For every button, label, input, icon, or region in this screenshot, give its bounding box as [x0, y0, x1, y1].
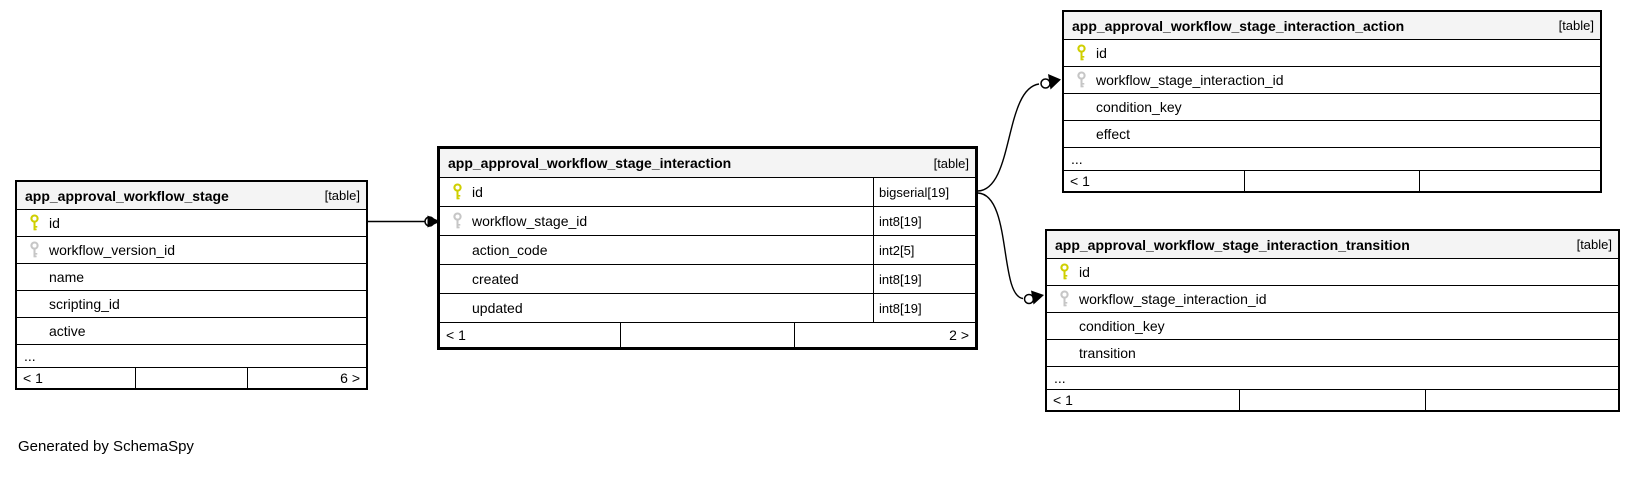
foreign-key-icon [30, 241, 39, 258]
edge-arrowhead [1031, 290, 1044, 305]
primary-key-icon [30, 214, 39, 231]
generated-by-credit: Generated by SchemaSpy [18, 438, 194, 455]
truncated-columns-row: ... [17, 344, 366, 367]
table-node-app-approval-workflow-stage-interaction-action: app_approval_workflow_stage_interaction_… [1062, 10, 1602, 193]
foreign-key-icon [1077, 71, 1086, 88]
parent-count-label: < 1 [446, 327, 466, 343]
column-row-active: active [17, 317, 366, 344]
column-name: workflow_stage_interaction_id [1079, 291, 1267, 307]
column-name: id [472, 184, 483, 200]
table-node-app-approval-workflow-stage: app_approval_workflow_stage [table] id w… [15, 180, 368, 390]
table-footer: < 1 6 > [17, 367, 366, 388]
column-name: workflow_stage_id [472, 213, 588, 229]
table-header[interactable]: app_approval_workflow_stage_interaction_… [1064, 12, 1600, 39]
column-name: condition_key [1079, 318, 1165, 334]
parent-count-label: < 1 [1070, 173, 1090, 189]
column-row-condition-key: condition_key [1047, 312, 1618, 339]
primary-key-icon [1060, 263, 1069, 280]
column-row-scripting-id: scripting_id [17, 290, 366, 317]
table-tag: [table] [1558, 18, 1594, 33]
footer-middle-cell [134, 368, 249, 388]
column-type: int2[5] [873, 236, 975, 264]
column-row-created: created int8[19] [440, 264, 975, 293]
primary-key-icon [453, 183, 462, 200]
table-name[interactable]: app_approval_workflow_stage_interaction_… [1055, 236, 1410, 253]
column-name: workflow_version_id [49, 242, 176, 258]
edge-circle-marker [1040, 78, 1051, 89]
column-row-condition-key: condition_key [1064, 93, 1600, 120]
column-name: condition_key [1096, 99, 1182, 115]
column-type: int8[19] [873, 265, 975, 293]
column-row-workflow-version-id: workflow_version_id [17, 236, 366, 263]
column-row-effect: effect [1064, 120, 1600, 147]
table-tag: [table] [324, 188, 360, 203]
primary-key-icon [1077, 44, 1086, 61]
column-name: name [49, 269, 85, 285]
column-row-updated: updated int8[19] [440, 293, 975, 322]
column-row-transition: transition [1047, 339, 1618, 366]
column-row-id: id [1064, 39, 1600, 66]
column-name: id [49, 215, 60, 231]
column-name: id [1079, 264, 1090, 280]
table-header[interactable]: app_approval_workflow_stage_interaction … [440, 149, 975, 177]
table-footer: < 1 [1047, 389, 1618, 410]
relationship-edge-interaction-to-transition [977, 192, 1044, 305]
child-count-label: 2 > [949, 327, 970, 343]
table-header[interactable]: app_approval_workflow_stage [table] [17, 182, 366, 209]
child-count-label: 6 > [340, 370, 361, 386]
column-row-workflow-stage-interaction-id: workflow_stage_interaction_id [1047, 285, 1618, 312]
table-header[interactable]: app_approval_workflow_stage_interaction_… [1047, 231, 1618, 258]
column-type: bigserial[19] [873, 178, 975, 206]
table-name[interactable]: app_approval_workflow_stage_interaction_… [1072, 17, 1405, 34]
table-name[interactable]: app_approval_workflow_stage [25, 187, 229, 204]
table-node-app-approval-workflow-stage-interaction: app_approval_workflow_stage_interaction … [437, 146, 978, 350]
parent-count-label: < 1 [1053, 392, 1073, 408]
ellipsis-label: ... [1071, 151, 1083, 167]
column-name: workflow_stage_interaction_id [1096, 72, 1284, 88]
child-count-label [1420, 171, 1600, 191]
column-name: effect [1096, 126, 1130, 142]
table-tag: [table] [1576, 237, 1612, 252]
column-name: updated [472, 300, 523, 316]
column-row-id: id bigserial[19] [440, 177, 975, 206]
column-name: active [49, 323, 86, 339]
footer-middle-cell [619, 323, 796, 347]
footer-middle-cell [1244, 171, 1420, 191]
table-node-app-approval-workflow-stage-interaction-transition: app_approval_workflow_stage_interaction_… [1045, 229, 1620, 412]
relationship-edge-interaction-to-action [977, 74, 1061, 192]
truncated-columns-row: ... [1047, 366, 1618, 389]
foreign-key-icon [1060, 290, 1069, 307]
column-row-id: id [17, 209, 366, 236]
table-tag: [table] [933, 155, 969, 171]
table-footer: < 1 [1064, 170, 1600, 191]
truncated-columns-row: ... [1064, 147, 1600, 170]
table-name[interactable]: app_approval_workflow_stage_interaction [448, 155, 732, 171]
column-name: created [472, 271, 519, 287]
edge-arrowhead [1048, 74, 1061, 90]
parent-count-label: < 1 [23, 370, 43, 386]
ellipsis-label: ... [24, 348, 36, 364]
column-row-name: name [17, 263, 366, 290]
relationship-edge-stage-to-interaction [360, 215, 441, 228]
column-name: id [1096, 45, 1107, 61]
column-type: int8[19] [873, 294, 975, 322]
column-name: transition [1079, 345, 1136, 361]
child-count-label [1426, 390, 1618, 410]
foreign-key-icon [453, 212, 462, 229]
column-row-action-code: action_code int2[5] [440, 235, 975, 264]
column-row-workflow-stage-id: workflow_stage_id int8[19] [440, 206, 975, 235]
column-name: scripting_id [49, 296, 120, 312]
ellipsis-label: ... [1054, 370, 1066, 386]
column-name: action_code [472, 242, 548, 258]
edge-arrowhead [427, 215, 441, 228]
table-footer: < 1 2 > [440, 322, 975, 347]
column-type: int8[19] [873, 207, 975, 235]
footer-middle-cell [1238, 390, 1427, 410]
column-row-id: id [1047, 258, 1618, 285]
column-row-workflow-stage-interaction-id: workflow_stage_interaction_id [1064, 66, 1600, 93]
